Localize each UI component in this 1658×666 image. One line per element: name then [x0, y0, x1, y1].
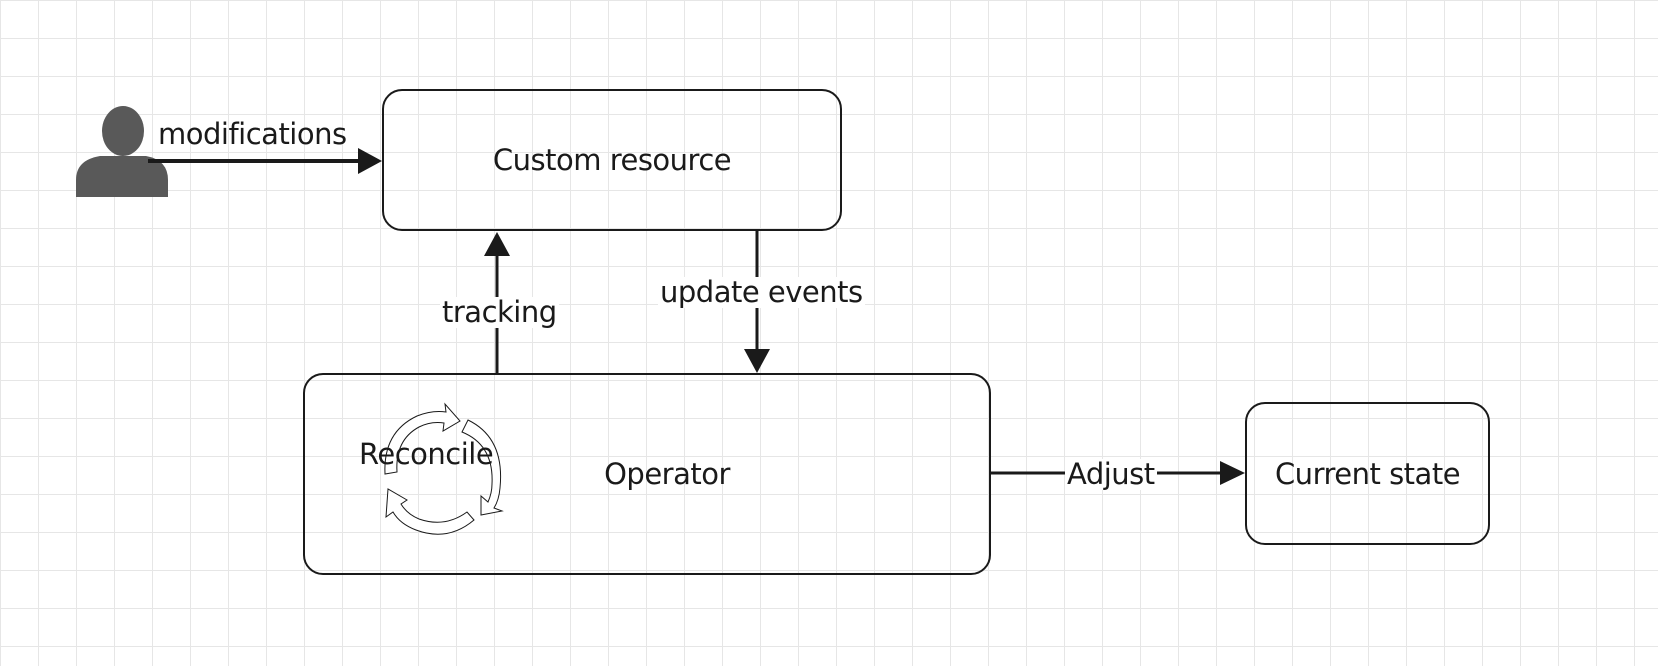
- custom-resource-node[interactable]: Custom resource: [382, 89, 842, 231]
- adjust-label: Adjust: [1065, 457, 1157, 491]
- cycle-arrows-icon: [384, 402, 504, 535]
- reconcile-label: Reconcile: [359, 437, 494, 471]
- user-icon: [76, 106, 168, 197]
- operator-node[interactable]: Operator: [303, 373, 991, 575]
- tracking-label: tracking: [440, 295, 559, 329]
- current-state-label: Current state: [1274, 456, 1461, 491]
- modifications-edge: [148, 148, 382, 174]
- modifications-label: modifications: [158, 117, 347, 151]
- custom-resource-label: Custom resource: [492, 143, 732, 177]
- operator-label: Operator: [604, 457, 730, 491]
- update-events-label: update events: [658, 275, 865, 309]
- current-state-node[interactable]: Current state: [1245, 402, 1490, 545]
